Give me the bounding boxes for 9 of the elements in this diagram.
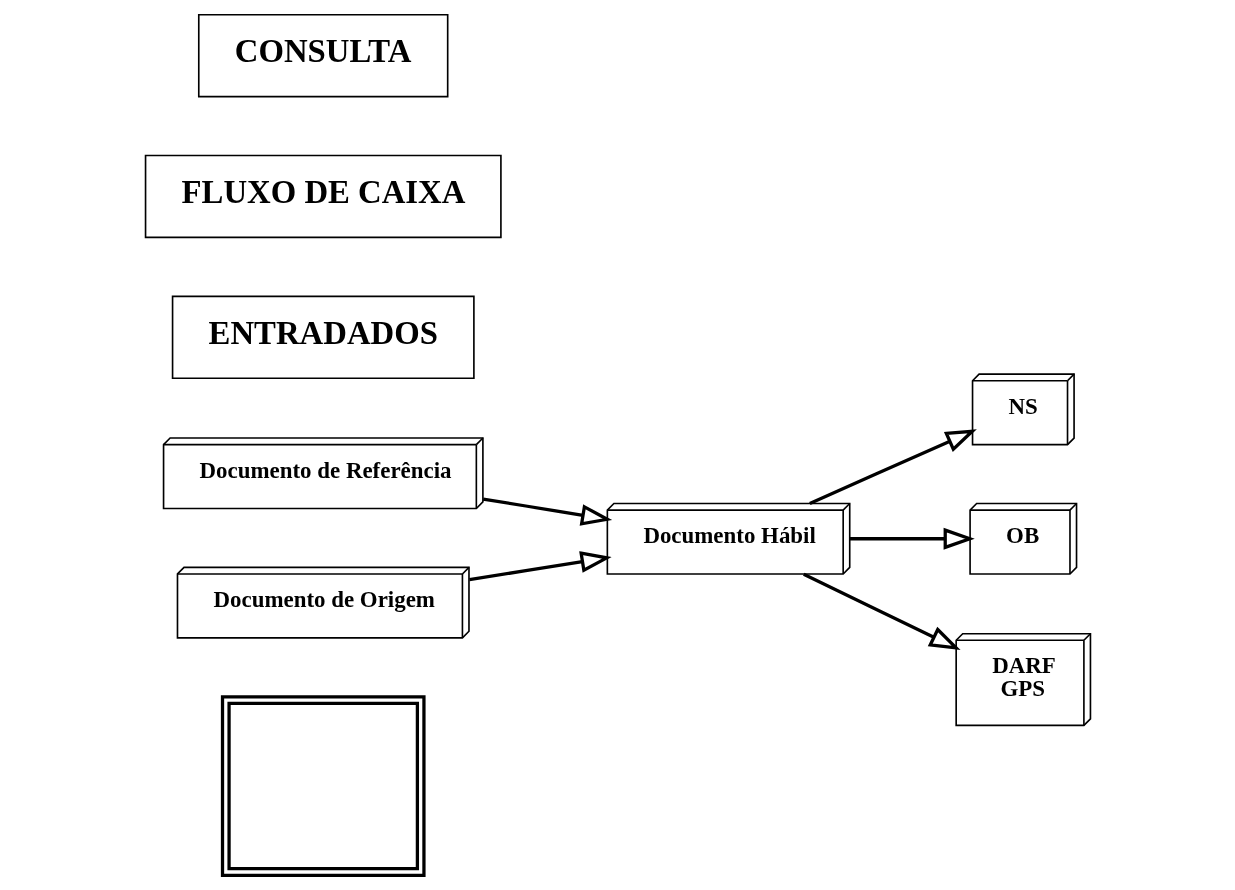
arrow — [802, 572, 961, 651]
node-box: CONSULTA — [197, 13, 448, 98]
arrow — [849, 527, 975, 550]
node-box: FLUXO DE CAIXA — [144, 154, 502, 239]
arrow — [468, 551, 612, 582]
node-box — [220, 695, 426, 877]
arrow — [808, 429, 977, 505]
arrow — [482, 497, 612, 526]
node-box: ENTRADADOS — [171, 295, 475, 380]
